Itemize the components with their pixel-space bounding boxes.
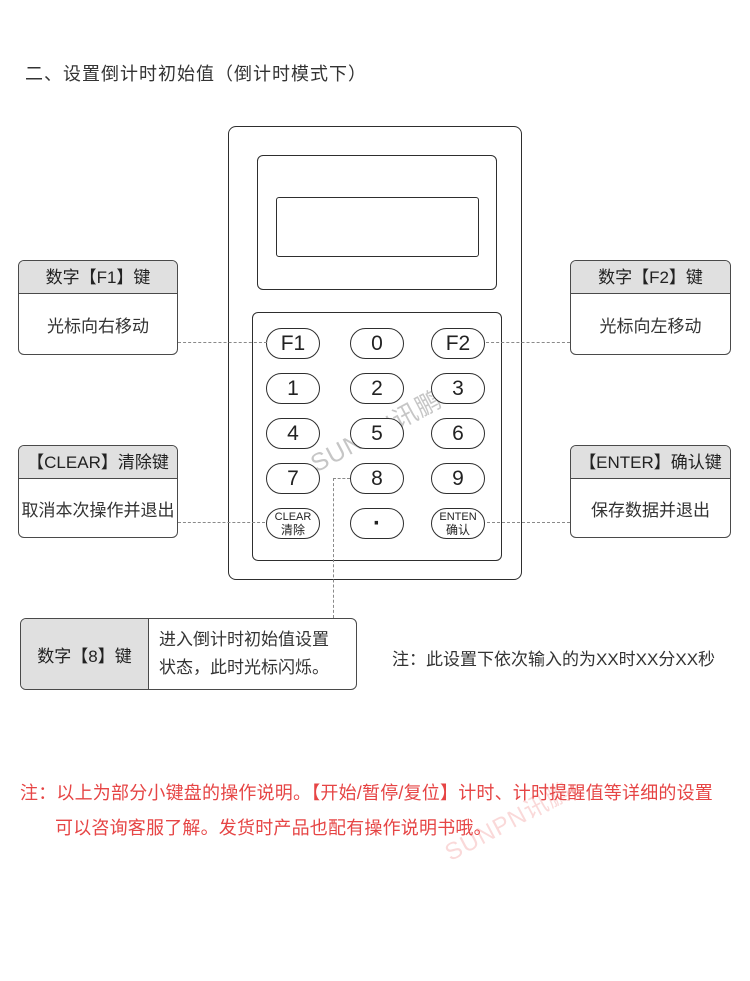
connector-enter-line: [487, 522, 570, 523]
callout-clear-body: 取消本次操作并退出: [21, 500, 175, 520]
callout-f1-body: 光标向右移动: [47, 316, 149, 336]
key-8: 8: [350, 463, 404, 494]
key-enter-label-cn: 确认: [445, 522, 470, 537]
lcd-screen: [276, 197, 479, 257]
key-enter-label-en: ENTEN: [439, 510, 477, 523]
callout-f1-header: 数字【F1】键: [19, 261, 177, 294]
connector-f2-line: [486, 342, 570, 343]
callout-key8: 数字【8】键 进入倒计时初始值设置 状态，此时光标闪烁。: [20, 618, 357, 690]
key-f2: F2: [431, 328, 485, 359]
callout-enter-body: 保存数据并退出: [591, 500, 710, 520]
key-clear-label-en: CLEAR: [274, 510, 312, 523]
callout-key8-header: 数字【8】键: [21, 619, 149, 689]
callout-f2-header: 数字【F2】键: [571, 261, 730, 294]
key-dot: ·: [350, 508, 404, 539]
key-2: 2: [350, 373, 404, 404]
inline-note: 注：此设置下依次输入的为XX时XX分XX秒: [392, 650, 716, 669]
callout-clear-header: 【CLEAR】清除键: [19, 446, 177, 479]
callout-f2: 数字【F2】键 光标向左移动: [570, 260, 731, 355]
key-5: 5: [350, 418, 404, 449]
key-6: 6: [431, 418, 485, 449]
keypad-panel: [252, 312, 502, 561]
footer-note-line1: 注：以上为部分小键盘的操作说明。【开始/暂停/复位】计时、计时提醒值等详细的设置: [20, 783, 713, 803]
callout-f1: 数字【F1】键 光标向右移动: [18, 260, 178, 355]
display-bezel: [257, 155, 497, 290]
key-enter: ENTEN 确认: [431, 508, 485, 539]
callout-enter: 【ENTER】确认键 保存数据并退出: [570, 445, 731, 538]
key-7: 7: [266, 463, 320, 494]
key-1: 1: [266, 373, 320, 404]
callout-f2-body: 光标向左移动: [599, 316, 702, 336]
callout-key8-body-line1: 进入倒计时初始值设置: [159, 630, 329, 649]
key-f1: F1: [266, 328, 320, 359]
key-0: 0: [350, 328, 404, 359]
callout-clear: 【CLEAR】清除键 取消本次操作并退出: [18, 445, 178, 538]
connector-clear-line: [178, 522, 265, 523]
footer-note-line2: 可以咨询客服了解。发货时产品也配有操作说明书哦。: [55, 818, 492, 838]
connector-f1-line: [178, 342, 267, 343]
callout-key8-body: 进入倒计时初始值设置 状态，此时光标闪烁。: [149, 619, 356, 689]
key-3: 3: [431, 373, 485, 404]
connector-key8-line-h: [333, 478, 350, 479]
key-9: 9: [431, 463, 485, 494]
callout-enter-header: 【ENTER】确认键: [571, 446, 730, 479]
key-4: 4: [266, 418, 320, 449]
page-title: 二、设置倒计时初始值（倒计时模式下）: [25, 64, 367, 84]
key-clear-label-cn: 清除: [280, 522, 305, 537]
key-clear: CLEAR 清除: [266, 508, 320, 539]
callout-key8-body-line2: 状态，此时光标闪烁。: [159, 658, 329, 677]
connector-key8-line-v: [333, 478, 334, 618]
